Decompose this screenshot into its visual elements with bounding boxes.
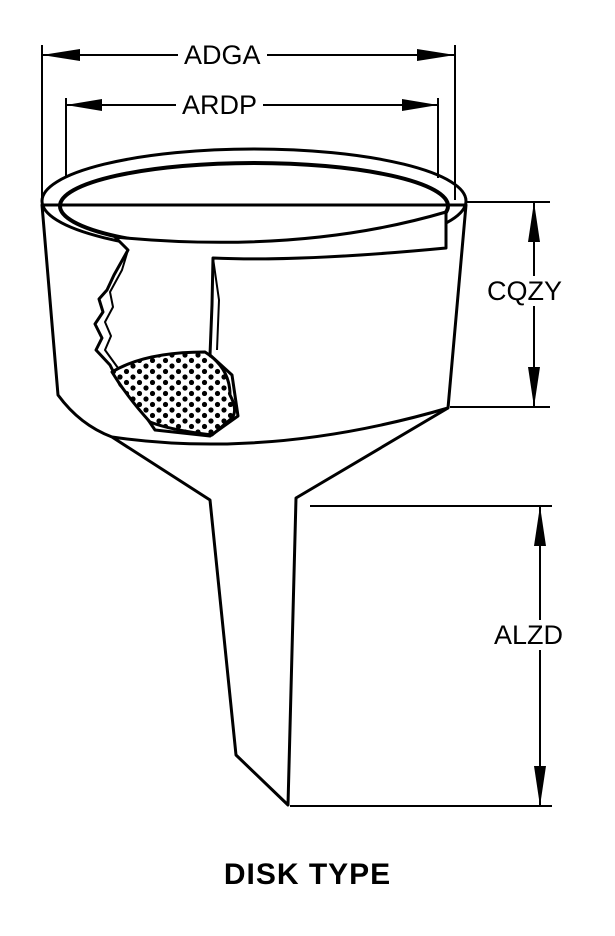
dimension-label-outer-diameter: ADGA — [178, 40, 267, 70]
dimension-label-stem-length: ALZD — [488, 620, 570, 650]
diagram-caption: DISK TYPE — [223, 858, 392, 891]
dimension-label-inner-diameter: ARDP — [176, 90, 264, 120]
dimension-label-bowl-height: CQZY — [481, 276, 569, 306]
filter-disk — [110, 350, 237, 437]
dimension-arrowheads — [42, 49, 546, 806]
